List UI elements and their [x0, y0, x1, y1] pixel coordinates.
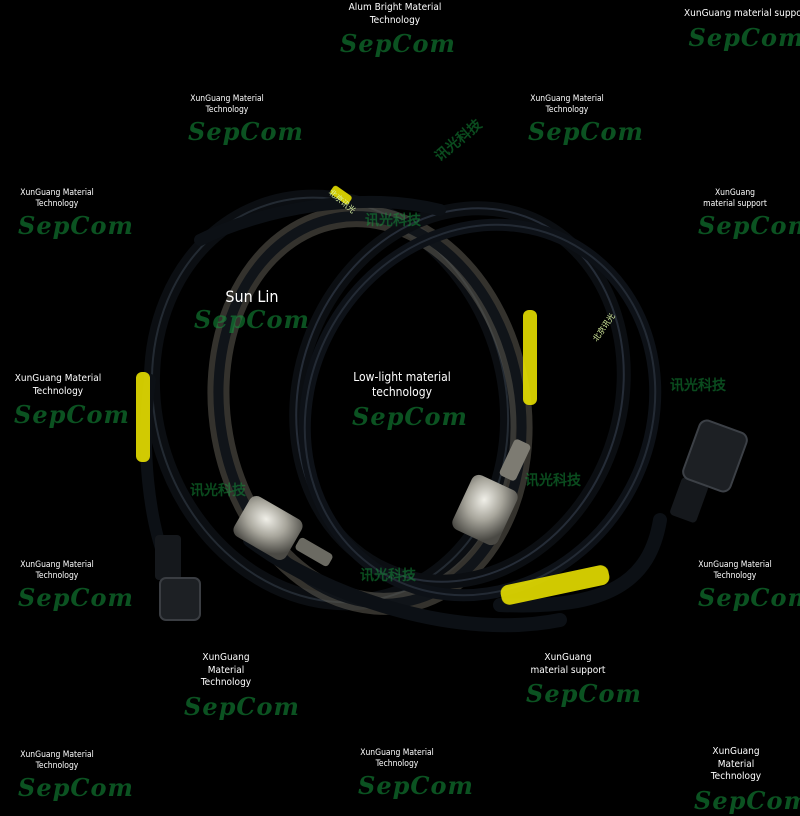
chinese-watermark: 讯光科技	[525, 473, 581, 489]
connector-center	[233, 496, 333, 567]
watermark-bottom-right: XunGuang Material Technology SepCom	[694, 746, 800, 816]
watermark-logo: SepCom	[18, 773, 134, 803]
watermark-logo: SepCom	[698, 211, 800, 241]
watermark-logo: SepCom	[14, 400, 130, 429]
watermark-bottom-left: XunGuang Material Technology SepCom	[18, 750, 134, 803]
watermark-logo: SepCom	[184, 691, 300, 721]
watermark-logo: SepCom	[340, 29, 456, 58]
chinese-watermark: 讯光科技	[190, 483, 246, 499]
watermark-logo: SepCom	[694, 785, 800, 815]
watermark-logo: SepCom	[18, 583, 134, 613]
watermark-caption: Alum Bright Material Technology	[348, 2, 442, 26]
watermark-caption: XunGuang Material Technology	[200, 652, 252, 688]
watermark-caption: XunGuang Material Technology	[20, 750, 94, 771]
watermark-caption: XunGuang Material Technology	[698, 560, 772, 581]
watermark-top-center: Alum Bright Material Technology SepCom	[340, 2, 456, 59]
watermark-row5-left: XunGuang Material Technology SepCom	[18, 560, 134, 613]
watermark-caption: XunGuang material support	[684, 8, 800, 19]
watermark-row3-left: XunGuang Material Technology SepCom	[18, 188, 134, 241]
connector-left	[155, 535, 201, 621]
watermark-row6-left: XunGuang Material Technology SepCom	[184, 652, 300, 722]
watermark-logo: SepCom	[698, 583, 800, 613]
watermark-logo: SepCom	[18, 211, 134, 241]
watermark-logo: SepCom	[526, 679, 642, 708]
watermark-logo: SepCom	[194, 305, 310, 334]
chinese-watermark: 讯光科技	[670, 378, 726, 394]
watermark-row2-left: XunGuang Material Technology SepCom	[188, 94, 304, 147]
watermark-caption: XunGuang Material Technology	[20, 188, 94, 209]
watermark-caption: XunGuang Material Technology	[20, 560, 94, 581]
watermark-row4-left: XunGuang Material Technology SepCom	[14, 373, 130, 430]
watermark-caption: Sun Lin	[225, 287, 279, 306]
watermark-row5-right: XunGuang Material Technology SepCom	[698, 560, 800, 613]
watermark-row3-right: XunGuang material support SepCom	[698, 188, 800, 241]
watermark-logo: SepCom	[352, 402, 468, 431]
watermark-caption: XunGuang Material Technology	[14, 373, 102, 397]
watermark-logo: SepCom	[358, 771, 474, 801]
watermark-caption: XunGuang Material Technology	[530, 94, 604, 115]
watermark-caption: XunGuang Material Technology	[710, 746, 762, 782]
chinese-watermark: 讯光科技	[365, 213, 421, 229]
watermark-bottom-center: XunGuang Material Technology SepCom	[358, 748, 474, 801]
watermark-logo: SepCom	[528, 117, 644, 147]
watermark-row6-right: XunGuang material support SepCom	[526, 652, 642, 709]
watermark-sun-lin: Sun Lin SepCom	[194, 287, 310, 335]
yellow-sleeves	[136, 185, 610, 605]
watermark-caption: XunGuang Material Technology	[190, 94, 264, 115]
watermark-low-light: Low-light material technology SepCom	[352, 370, 468, 432]
watermark-row2-right: XunGuang Material Technology SepCom	[528, 94, 644, 147]
watermark-caption: XunGuang Material Technology	[360, 748, 434, 769]
chinese-watermark: 讯光科技	[360, 568, 416, 584]
connector-middle	[452, 439, 531, 546]
connector-right	[670, 419, 748, 523]
watermark-logo: SepCom	[688, 22, 800, 52]
watermark-caption: Low-light material technology	[353, 370, 451, 399]
watermark-logo: SepCom	[188, 117, 304, 147]
watermark-caption: XunGuang material support	[703, 188, 767, 209]
watermark-top-right: XunGuang material support SepCom	[684, 8, 800, 53]
watermark-caption: XunGuang material support	[530, 652, 606, 676]
